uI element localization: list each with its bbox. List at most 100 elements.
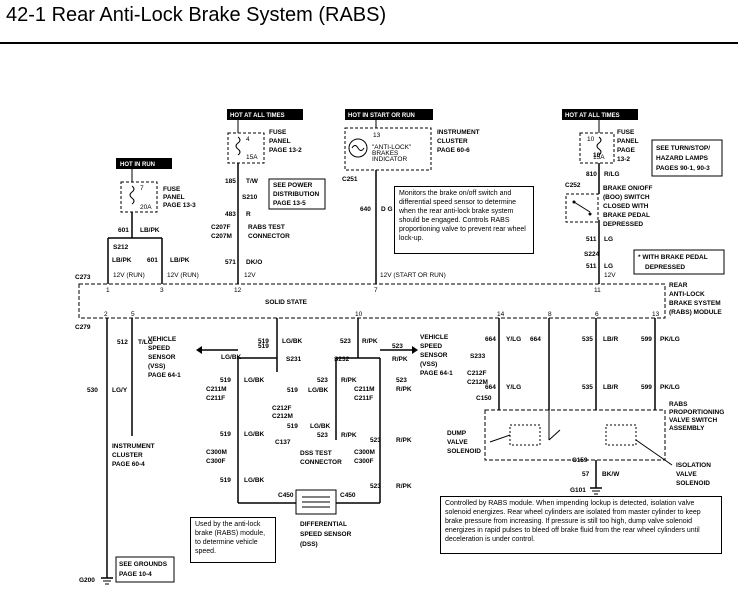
svg-text:519: 519 (258, 338, 269, 345)
svg-text:PAGE 10-4: PAGE 10-4 (119, 571, 152, 578)
svg-text:LB/PK: LB/PK (140, 227, 160, 234)
svg-text:HAZARD LAMPS: HAZARD LAMPS (656, 155, 709, 162)
svg-text:Y/LG: Y/LG (506, 384, 521, 391)
svg-text:3: 3 (160, 287, 164, 294)
svg-text:519: 519 (287, 423, 298, 430)
header-hot-in-run: HOT IN RUN (116, 158, 172, 169)
svg-text:523: 523 (370, 437, 381, 444)
svg-text:13: 13 (652, 311, 660, 318)
svg-text:C450: C450 (340, 492, 356, 499)
wire-labels-top: 601 LB/PK S212 LB/PK 601 LB/PK 185 T/W S… (112, 152, 620, 270)
svg-text:LG/BK: LG/BK (244, 431, 265, 438)
ground-g101: G101 (570, 487, 602, 495)
svg-text:4: 4 (246, 136, 250, 143)
svg-text:C212F: C212F (272, 405, 292, 412)
header-hot-in-start-or-run: HOT IN START OR RUN (345, 109, 433, 120)
svg-text:11: 11 (594, 287, 601, 294)
svg-text:VALVE: VALVE (676, 471, 697, 478)
svg-text:SPEED: SPEED (148, 345, 170, 352)
brake-switch: BRAKE ON/OFF (BOO) SWITCH CLOSED WITH BR… (565, 185, 653, 228)
svg-text:C273: C273 (75, 274, 91, 281)
svg-text:C300F: C300F (354, 458, 374, 465)
svg-text:7: 7 (374, 287, 378, 294)
svg-text:C279: C279 (75, 324, 91, 331)
svg-text:PAGES 90-1, 90-3: PAGES 90-1, 90-3 (656, 165, 710, 172)
svg-text:(VSS): (VSS) (420, 361, 437, 368)
svg-text:C211F: C211F (206, 395, 225, 402)
svg-text:C207M: C207M (211, 233, 232, 240)
rabs-module: SOLID STATE REAR ANTI-LOCK BRAKE SYSTEM … (75, 274, 722, 331)
svg-text:VEHICLE: VEHICLE (420, 334, 449, 341)
svg-text:R/PK: R/PK (396, 437, 412, 444)
svg-text:PAGE 60-4: PAGE 60-4 (112, 461, 145, 468)
svg-text:12V: 12V (244, 272, 256, 279)
svg-text:RABS: RABS (669, 401, 688, 408)
svg-text:RABS TEST: RABS TEST (248, 224, 285, 231)
svg-text:CONNECTOR: CONNECTOR (300, 459, 342, 466)
svg-text:T/LG: T/LG (138, 339, 153, 346)
svg-text:VALVE: VALVE (447, 439, 468, 446)
svg-text:10: 10 (593, 152, 601, 159)
svg-text:523: 523 (317, 377, 328, 384)
svg-text:LG/BK: LG/BK (282, 338, 303, 345)
with-pedal-note: * WITH BRAKE PEDAL DEPRESSED (633, 249, 725, 275)
instrument-cluster-lamp: 13 "ANTI-LOCK" BRAKES INDICATOR INSTRUME… (344, 120, 480, 171)
svg-text:HOT IN RUN: HOT IN RUN (120, 162, 155, 168)
svg-text:523: 523 (396, 377, 407, 384)
svg-text:PROPORTIONING: PROPORTIONING (669, 409, 724, 416)
fuse-run: 7 20A FUSE PANEL PAGE 13-3 (120, 169, 196, 213)
svg-text:(VSS): (VSS) (148, 363, 165, 370)
svg-text:12: 12 (234, 287, 242, 294)
svg-text:530: 530 (87, 387, 98, 394)
svg-text:LG/BK: LG/BK (310, 423, 331, 430)
svg-text:519: 519 (220, 477, 231, 484)
svg-text:20A: 20A (140, 204, 152, 211)
svg-text:8: 8 (548, 311, 552, 318)
svg-text:(BOO) SWITCH: (BOO) SWITCH (603, 194, 650, 201)
svg-text:PAGE 13-3: PAGE 13-3 (163, 202, 196, 209)
svg-text:REAR: REAR (669, 282, 688, 289)
svg-text:INDICATOR: INDICATOR (372, 156, 407, 163)
svg-text:15A: 15A (246, 154, 258, 161)
svg-text:599: 599 (641, 336, 652, 343)
svg-text:CLUSTER: CLUSTER (112, 452, 143, 459)
turn-stop-note: SEE TURN/STOP/ HAZARD LAMPS PAGES 90-1, … (651, 139, 723, 177)
svg-text:LB/PK: LB/PK (112, 257, 132, 264)
svg-text:LG: LG (604, 236, 613, 243)
svg-text:PAGE 64-1: PAGE 64-1 (148, 372, 181, 379)
svg-text:6: 6 (595, 311, 599, 318)
svg-text:LB/R: LB/R (603, 384, 618, 391)
svg-text:57: 57 (582, 471, 590, 478)
header-hot-at-all-times-b: HOT AT ALL TIMES (562, 109, 638, 120)
svg-text:C212M: C212M (467, 379, 488, 386)
svg-text:14: 14 (497, 311, 505, 318)
svg-text:S232: S232 (334, 356, 350, 363)
svg-text:HOT IN START OR RUN: HOT IN START OR RUN (348, 113, 415, 119)
svg-text:664: 664 (530, 336, 541, 343)
svg-text:10: 10 (587, 136, 595, 143)
svg-text:SEE TURN/STOP/: SEE TURN/STOP/ (656, 145, 710, 152)
svg-text:511: 511 (586, 236, 597, 243)
svg-text:C251: C251 (342, 176, 358, 183)
svg-text:R/PK: R/PK (341, 377, 357, 384)
svg-text:512: 512 (117, 339, 128, 346)
page-title: 42-1 Rear Anti-Lock Brake System (RABS) (6, 4, 387, 26)
svg-text:LG/Y: LG/Y (112, 387, 128, 394)
svg-text:519: 519 (258, 343, 269, 350)
svg-text:R/LG: R/LG (604, 171, 620, 178)
svg-text:810: 810 (586, 171, 597, 178)
svg-text:G101: G101 (570, 487, 586, 494)
svg-text:LB/R: LB/R (603, 336, 618, 343)
svg-text:C137: C137 (275, 439, 291, 446)
svg-text:R/PK: R/PK (362, 338, 378, 345)
svg-text:13-2: 13-2 (617, 156, 630, 163)
svg-text:R/PK: R/PK (396, 483, 412, 490)
svg-text:C450: C450 (278, 492, 294, 499)
svg-text:ANTI-LOCK: ANTI-LOCK (669, 291, 705, 298)
wires-bottom (106, 318, 656, 578)
svg-text:SPEED: SPEED (420, 343, 442, 350)
svg-text:S210: S210 (242, 194, 258, 201)
svg-text:SEE GROUNDS: SEE GROUNDS (119, 561, 168, 568)
svg-text:601: 601 (118, 227, 129, 234)
